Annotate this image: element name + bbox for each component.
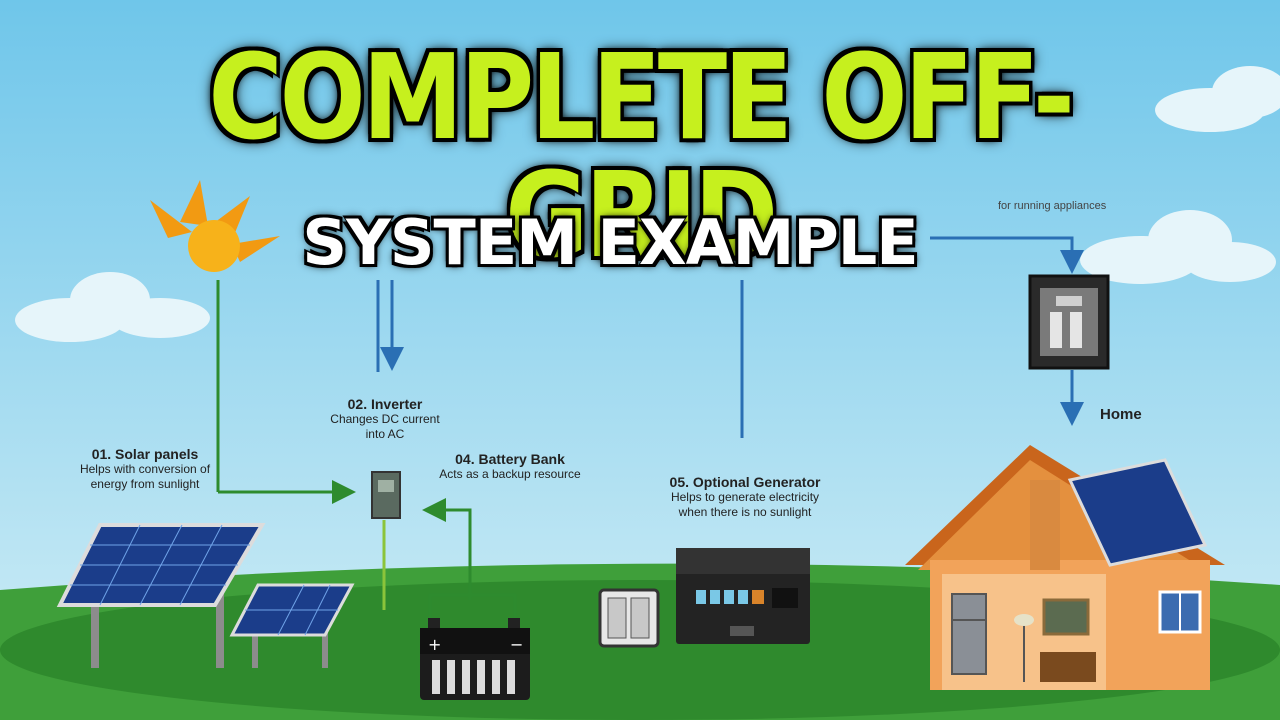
generator-desc-2: when there is no sunlight xyxy=(678,505,812,519)
partial-label: for running appliances xyxy=(998,200,1107,212)
generator-desc-1: Helps to generate electricity xyxy=(670,490,820,504)
inverter-desc-1: Changes DC current xyxy=(330,412,440,426)
svg-text:−: − xyxy=(510,635,523,654)
green-wires xyxy=(216,280,517,620)
house-icon xyxy=(905,445,1225,690)
battery-bank-title: 04. Battery Bank xyxy=(455,451,565,467)
solar-panel-small xyxy=(229,583,355,668)
solar-panels-desc-2: energy from sunlight xyxy=(90,477,200,491)
breaker-panel-icon xyxy=(1028,274,1110,370)
solar-panel-large xyxy=(56,523,266,668)
generator-icon xyxy=(598,548,810,648)
inverter-label: 02. Inverter Changes DC current into AC xyxy=(310,396,460,442)
cloud-top-right xyxy=(1155,66,1280,132)
home-label: Home xyxy=(1100,406,1142,423)
solar-panels-label: 01. Solar panels Helps with conversion o… xyxy=(50,446,240,492)
cloud-right xyxy=(1080,210,1276,284)
sun-icon xyxy=(150,180,280,272)
blue-wires xyxy=(376,236,1084,438)
title-line-2: SYSTEM EXAMPLE xyxy=(302,206,918,279)
inverter-title: 02. Inverter xyxy=(347,396,423,412)
battery-bank-icon: + − xyxy=(420,618,530,700)
cloud-left xyxy=(15,272,210,342)
battery-bank-label: 04. Battery Bank Acts as a backup resour… xyxy=(420,451,600,482)
inverter-desc-2: into AC xyxy=(365,427,405,441)
title-line-1: COMPLETE OFF-GRID xyxy=(208,28,1075,284)
inverter-box xyxy=(371,471,401,519)
solar-panels-title: 01. Solar panels xyxy=(91,446,199,462)
svg-text:+: + xyxy=(428,635,441,654)
battery-bank-desc-1: Acts as a backup resource xyxy=(439,467,581,481)
generator-title: 05. Optional Generator xyxy=(669,474,821,490)
solar-panels-desc-1: Helps with conversion of xyxy=(79,462,211,476)
generator-label: 05. Optional Generator Helps to generate… xyxy=(640,474,850,520)
